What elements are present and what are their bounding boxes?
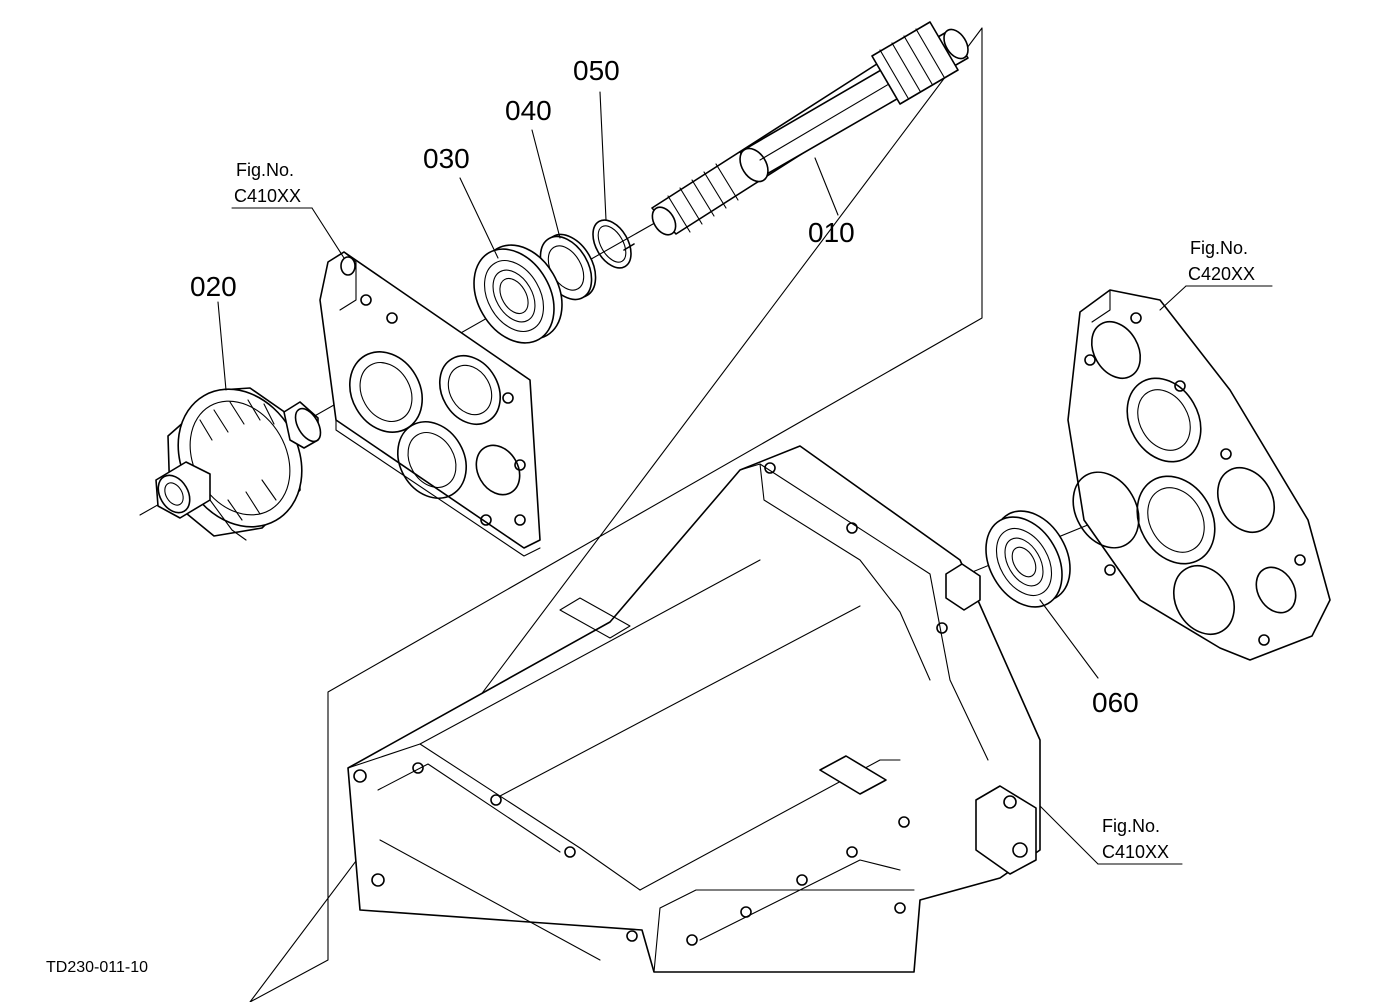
- leader-040: [531, 129, 561, 239]
- part-050-circlip[interactable]: [585, 213, 639, 274]
- leader-020: [217, 301, 227, 391]
- ref-code-right: C420XX: [1188, 264, 1255, 284]
- bearing-case-plate: [319, 251, 541, 557]
- leader-ref-c410xx-upper-tail: [311, 207, 345, 259]
- part-number-060: 060: [1092, 687, 1139, 718]
- ref-code-upper: C410XX: [234, 186, 301, 206]
- leader-050: [599, 91, 607, 221]
- leader-010: [814, 157, 839, 216]
- part-030-bearing[interactable]: [458, 231, 578, 358]
- part-number-050: 050: [573, 55, 620, 86]
- part-020-clutch-assembly[interactable]: [152, 367, 326, 550]
- part-number-030: 030: [423, 143, 470, 174]
- rear-cover-plate: [1067, 289, 1331, 661]
- drawing-code: TD230-011-10: [46, 959, 148, 976]
- ref-label-lower: Fig.No.: [1102, 816, 1160, 836]
- leader-060: [1039, 599, 1099, 679]
- ref-label-right: Fig.No.: [1190, 238, 1248, 258]
- leader-ref-c410xx-lower: [1039, 805, 1099, 865]
- transmission-housing: [347, 445, 1041, 973]
- part-number-020: 020: [190, 271, 237, 302]
- part-number-010: 010: [808, 217, 855, 248]
- ref-label-upper: Fig.No.: [236, 160, 294, 180]
- part-060-bearing[interactable]: [971, 497, 1086, 620]
- part-number-040: 040: [505, 95, 552, 126]
- ref-code-lower: C410XX: [1102, 842, 1169, 862]
- leader-030: [459, 177, 499, 259]
- part-010-shaft[interactable]: [648, 21, 973, 239]
- leader-ref-c420xx-tail: [1159, 285, 1187, 311]
